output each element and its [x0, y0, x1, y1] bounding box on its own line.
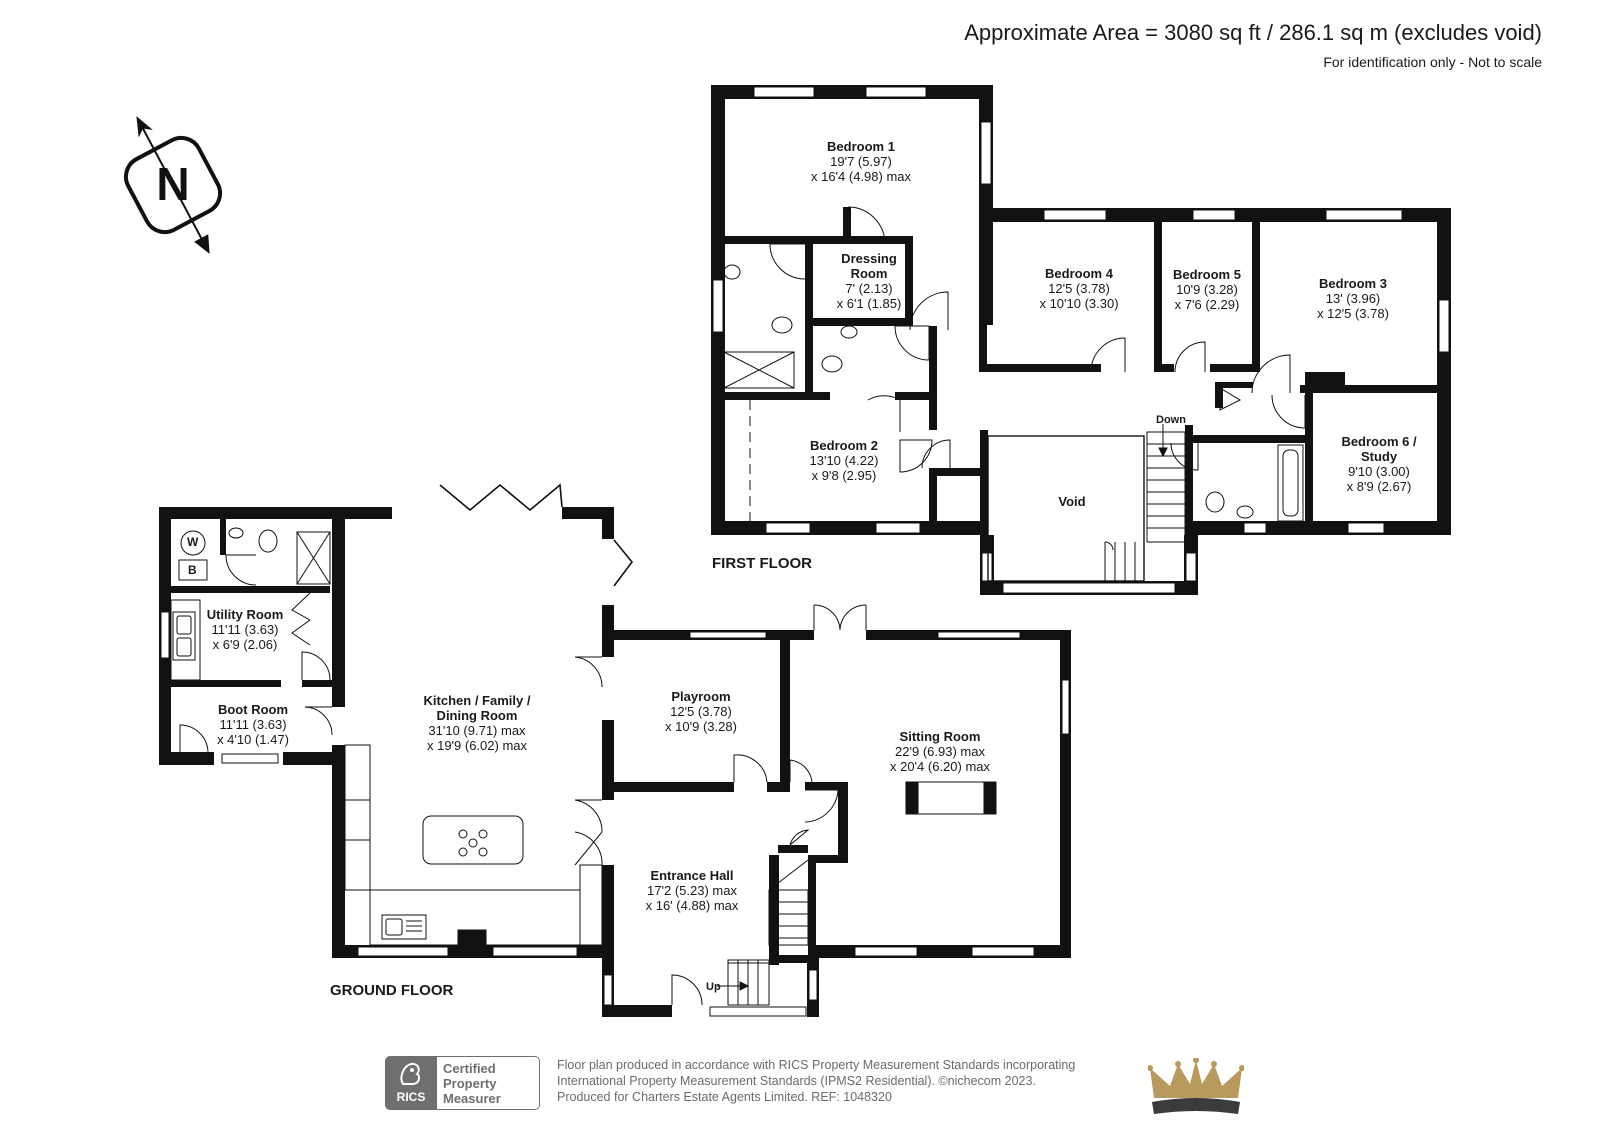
room-dimension: x 4'10 (1.47) — [217, 732, 289, 747]
boiler-label: B — [188, 563, 197, 577]
room-name: Room — [850, 266, 888, 281]
compass-letter: N — [156, 158, 189, 210]
room-dimension: x 20'4 (6.20) max — [889, 759, 991, 774]
room-dressing-room: Dressing Room 7' (2.13) x 6'1 (1.85) — [837, 251, 902, 311]
room-dimension: x 7'6 (2.29) — [1174, 297, 1240, 312]
rics-lion-icon — [400, 1062, 421, 1085]
badge-line: Property — [443, 1076, 497, 1091]
rics-logo-text: RICS — [396, 1090, 426, 1104]
room-dimension: 31'10 (9.71) max — [428, 723, 526, 738]
room-dimension: 17'2 (5.23) max — [647, 883, 737, 898]
room-bedroom-5: Bedroom 5 10'9 (3.28) x 7'6 (2.29) — [1173, 267, 1241, 312]
room-void: Void — [1058, 494, 1085, 509]
rics-certified-badge: RICS Certified Property Measurer — [385, 1056, 543, 1110]
room-name: Dressing — [841, 251, 897, 266]
room-name: Sitting Room — [899, 729, 981, 744]
room-dimension: 9'10 (3.00) — [1348, 464, 1410, 479]
footer-disclaimer: Floor plan produced in accordance with R… — [557, 1057, 1075, 1105]
room-dimension: 22'9 (6.93) max — [895, 744, 985, 759]
badge-line: Certified — [443, 1061, 496, 1076]
rics-badge-text: Certified Property Measurer — [437, 1056, 540, 1110]
room-name: Void — [1058, 494, 1086, 509]
room-bedroom-6: Bedroom 6 / Study 9'10 (3.00) x 8'9 (2.6… — [1341, 434, 1416, 494]
room-dimension: x 6'1 (1.85) — [836, 296, 902, 311]
room-dimension: 19'7 (5.97) — [830, 154, 892, 169]
room-name: Bedroom 3 — [1319, 276, 1387, 291]
room-dimension: 11'11 (3.63) — [211, 622, 279, 637]
room-utility-room: Utility Room 11'11 (3.63) x 6'9 (2.06) — [207, 607, 284, 652]
room-boot-room: Boot Room 11'11 (3.63) x 4'10 (1.47) — [217, 702, 289, 747]
first-floor-windows — [712, 86, 1450, 594]
washer-label: W — [187, 535, 199, 549]
ground-floor-windows — [160, 611, 1070, 1017]
room-dimension: x 16'4 (4.98) max — [810, 169, 912, 184]
first-floor-label: FIRST FLOOR — [712, 555, 812, 572]
north-arrow-icon: N — [123, 116, 223, 254]
room-dimension: 7' (2.13) — [845, 281, 893, 296]
room-name: Playroom — [671, 689, 731, 704]
room-dimension: x 12'5 (3.78) — [1317, 306, 1389, 321]
room-dimension: 13' (3.96) — [1325, 291, 1381, 306]
room-name: Utility Room — [206, 607, 284, 622]
room-name: Study — [1360, 449, 1398, 464]
room-bedroom-1: Bedroom 1 19'7 (5.97) x 16'4 (4.98) max — [811, 139, 911, 184]
approximate-area: Approximate Area = 3080 sq ft / 286.1 sq… — [964, 20, 1542, 45]
room-bedroom-4: Bedroom 4 12'5 (3.78) x 10'10 (3.30) — [1039, 266, 1118, 311]
room-name: Dining Room — [436, 708, 518, 723]
room-dimension: x 8'9 (2.67) — [1346, 479, 1412, 494]
room-dimension: 11'11 (3.63) — [219, 717, 287, 732]
room-dimension: x 6'9 (2.06) — [212, 637, 278, 652]
room-name: Entrance Hall — [650, 868, 734, 883]
stairs-down-label: Down — [1156, 414, 1186, 426]
room-sitting-room: Sitting Room 22'9 (6.93) max x 20'4 (6.2… — [890, 729, 990, 774]
crown-logo-icon — [1148, 1058, 1244, 1114]
identification-note: For identification only - Not to scale — [1323, 54, 1542, 70]
footer-line: International Property Measurement Stand… — [557, 1074, 1036, 1088]
room-name: Bedroom 2 — [810, 438, 878, 453]
room-bedroom-2: Bedroom 2 13'10 (4.22) x 9'8 (2.95) — [810, 438, 879, 483]
footer-line: Floor plan produced in accordance with R… — [557, 1058, 1076, 1072]
room-dimension: x 16' (4.88) max — [645, 898, 739, 913]
stairs-up-label: Up — [706, 981, 721, 993]
first-floor-doors — [723, 206, 1306, 582]
room-kitchen-family-dining: Kitchen / Family / Dining Room 31'10 (9.… — [424, 693, 531, 753]
room-name: Boot Room — [217, 702, 289, 717]
room-name: Bedroom 1 — [827, 139, 895, 154]
ground-floor-label: GROUND FLOOR — [330, 982, 454, 999]
footer-line: Produced for Charters Estate Agents Limi… — [557, 1090, 892, 1104]
room-dimension: 13'10 (4.22) — [809, 453, 879, 468]
room-dimension: x 9'8 (2.95) — [811, 468, 877, 483]
room-dimension: x 10'10 (3.30) — [1039, 296, 1119, 311]
room-dimension: x 10'9 (3.28) — [665, 719, 737, 734]
room-name: Kitchen / Family / — [423, 693, 531, 708]
badge-line: Measurer — [443, 1091, 501, 1106]
room-bedroom-3: Bedroom 3 13' (3.96) x 12'5 (3.78) — [1317, 276, 1389, 321]
room-name: Bedroom 4 — [1045, 266, 1113, 281]
room-name: Bedroom 6 / — [1341, 434, 1417, 449]
room-dimension: 12'5 (3.78) — [670, 704, 732, 719]
ground-floor-doors — [170, 483, 997, 1006]
room-name: Bedroom 5 — [1173, 267, 1241, 282]
room-dimension: 10'9 (3.28) — [1176, 282, 1238, 297]
room-entrance-hall: Entrance Hall 17'2 (5.23) max x 16' (4.8… — [646, 868, 739, 913]
rics-logo: RICS — [385, 1056, 437, 1110]
room-playroom: Playroom 12'5 (3.78) x 10'9 (3.28) — [665, 689, 737, 734]
room-dimension: x 19'9 (6.02) max — [426, 738, 528, 753]
room-dimension: 12'5 (3.78) — [1048, 281, 1110, 296]
